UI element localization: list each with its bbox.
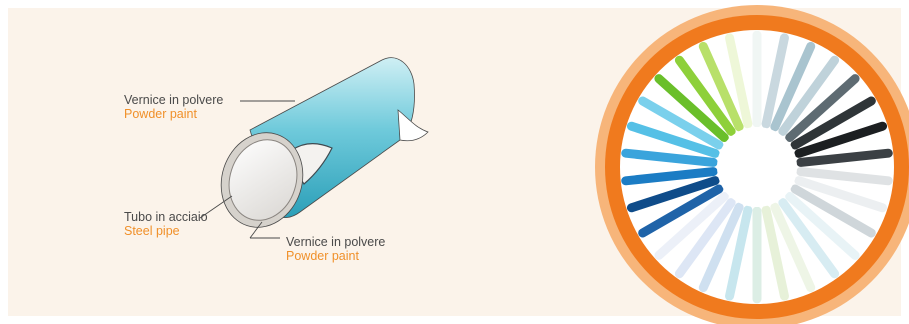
label-it: Vernice in polvere (124, 93, 223, 107)
label-powder-paint-top: Vernice in polvere Powder paint (124, 93, 223, 121)
label-en: Powder paint (124, 107, 223, 121)
label-en: Steel pipe (124, 224, 208, 238)
label-en: Powder paint (286, 249, 385, 263)
label-steel-pipe: Tubo in acciaio Steel pipe (124, 210, 208, 238)
wheel-center-hole (717, 127, 797, 207)
color-wheel-photo (595, 5, 909, 324)
label-it: Tubo in acciaio (124, 210, 208, 224)
label-it: Vernice in polvere (286, 235, 385, 249)
label-powder-paint-bottom: Vernice in polvere Powder paint (286, 235, 385, 263)
